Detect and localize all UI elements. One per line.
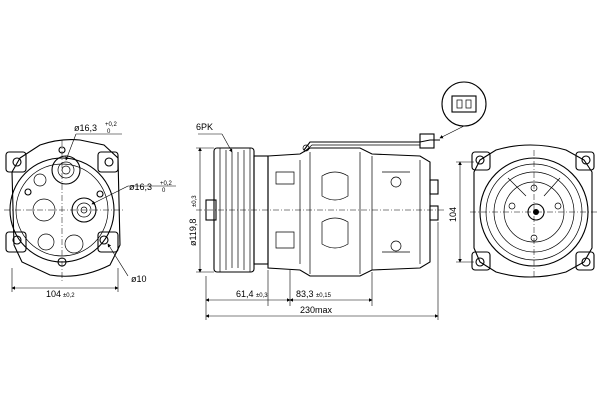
label-discharge-tol2: 0 [162, 188, 166, 194]
label-discharge-tol: +0,2 [160, 181, 173, 187]
label-pulley-dia: ø119,8 [188, 219, 198, 246]
label-dist-a-tol: ±0,3 [256, 293, 268, 299]
label-width-front-tol: ±0,2 [63, 293, 75, 299]
label-suction-tol2: 0 [107, 129, 111, 135]
label-total-len: 230max [300, 305, 333, 315]
label-pulley-dia-tol: ±0,3 [192, 195, 198, 207]
rear-view [4, 133, 176, 292]
label-pulley-type: 6PK [196, 122, 213, 132]
label-suction-port: ø16,3 [74, 123, 97, 133]
connector [419, 133, 435, 149]
label-discharge-port: ø16,3 [129, 182, 152, 192]
suction-port [51, 155, 81, 185]
label-dist-b-tol: ±0,15 [316, 293, 332, 299]
label-height-right: 104 [448, 207, 458, 222]
label-mount-hole: ø10 [131, 274, 147, 284]
side-view [196, 133, 444, 320]
label-width-front: 104 [46, 289, 61, 299]
front-view [456, 144, 598, 278]
label-suction-tol: +0,2 [105, 122, 118, 128]
label-dist-a: 61,4 [236, 289, 254, 299]
connector-detail [439, 81, 487, 139]
label-dist-b: 83,3 [296, 289, 314, 299]
